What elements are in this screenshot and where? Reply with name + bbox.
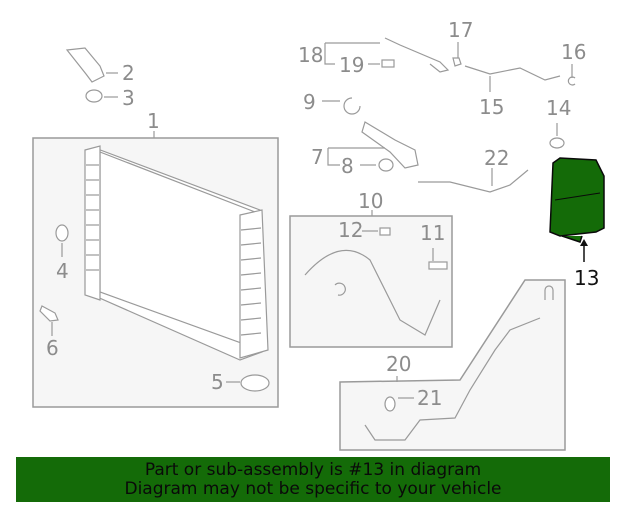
part-4 <box>55 224 69 242</box>
callout-9[interactable]: 9 <box>303 90 316 114</box>
part-11 <box>428 261 448 270</box>
clip-part-19 <box>381 59 395 68</box>
clamp-part-16 <box>567 76 576 86</box>
bushing-part-3 <box>85 89 103 103</box>
part-12 <box>379 227 391 236</box>
callout-21[interactable]: 21 <box>417 386 443 410</box>
callout-8[interactable]: 8 <box>341 154 354 178</box>
radiator-part <box>84 145 269 361</box>
info-banner: Part or sub-assembly is #13 in diagram D… <box>16 457 610 502</box>
callout-10[interactable]: 10 <box>358 189 384 213</box>
hose-part-22 <box>418 169 529 193</box>
callout-7[interactable]: 7 <box>311 145 324 169</box>
callout-17[interactable]: 17 <box>448 18 474 42</box>
pipe-part-18 <box>384 37 450 73</box>
callout-11[interactable]: 11 <box>420 221 446 245</box>
callout-16[interactable]: 16 <box>561 40 587 64</box>
callout-14[interactable]: 14 <box>546 96 572 120</box>
callout-6[interactable]: 6 <box>46 336 59 360</box>
callout-3[interactable]: 3 <box>122 86 135 110</box>
banner-line-1: Part or sub-assembly is #13 in diagram <box>144 460 482 480</box>
banner-line-2: Diagram may not be specific to your vehi… <box>124 479 502 499</box>
callout-18[interactable]: 18 <box>298 43 324 67</box>
hose-part-20 <box>364 317 541 441</box>
callout-5[interactable]: 5 <box>211 370 224 394</box>
callout-20[interactable]: 20 <box>386 352 412 376</box>
callout-13[interactable]: 13 <box>574 266 600 290</box>
grommet-part-5 <box>240 374 270 392</box>
hose-group-box-10 <box>289 215 453 348</box>
hose-part-10 <box>304 249 441 336</box>
bracket-part-2 <box>65 47 105 83</box>
callout-15[interactable]: 15 <box>479 95 505 119</box>
callout-4[interactable]: 4 <box>56 259 69 283</box>
coolant-reservoir-part-13 <box>549 157 605 262</box>
clamp-part-17 <box>452 57 462 67</box>
callout-19[interactable]: 19 <box>339 53 365 77</box>
hose-part-7 <box>361 121 419 169</box>
o-ring-part-21 <box>384 396 396 412</box>
clamp-part-9 <box>343 97 361 115</box>
hose-group-box-20 <box>339 279 566 451</box>
callout-1[interactable]: 1 <box>147 109 160 133</box>
sensor-part-6 <box>39 305 59 322</box>
hose-part-15 <box>464 65 561 81</box>
clamp-part-8 <box>378 158 394 172</box>
callout-12[interactable]: 12 <box>338 218 364 242</box>
cap-part-14 <box>549 137 565 149</box>
callout-22[interactable]: 22 <box>484 146 510 170</box>
callout-2[interactable]: 2 <box>122 61 135 85</box>
